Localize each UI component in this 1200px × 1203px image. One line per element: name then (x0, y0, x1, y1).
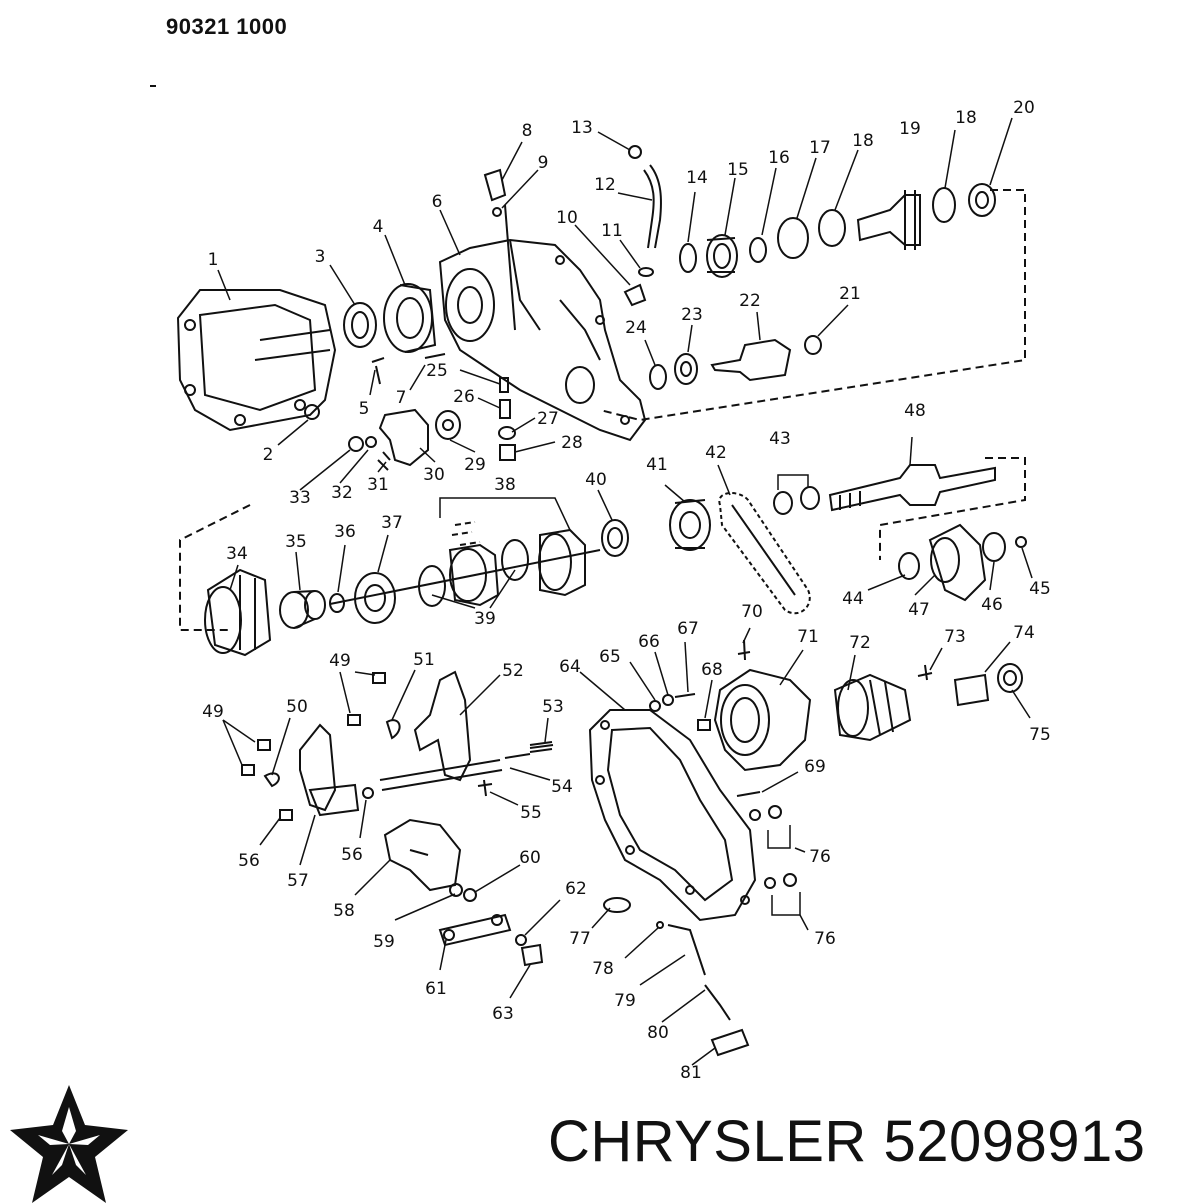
callout-8: 8 (522, 121, 533, 141)
callout-42: 42 (705, 443, 727, 463)
callout-57: 57 (287, 871, 309, 891)
callout-73: 73 (944, 627, 966, 647)
callout-58: 58 (333, 901, 355, 921)
brand-part-number: CHRYSLER 52098913 (548, 1108, 1146, 1175)
callout-52: 52 (502, 661, 524, 681)
callout-63: 63 (492, 1004, 514, 1024)
part-number: 52098913 (883, 1109, 1146, 1174)
callout-6: 6 (432, 192, 443, 212)
callout-17: 17 (809, 138, 831, 158)
callout-77: 77 (569, 929, 591, 949)
pentastar-logo-icon (10, 1085, 128, 1203)
callout-9: 9 (538, 153, 549, 173)
callout-64: 64 (559, 657, 581, 677)
callout-44: 44 (842, 589, 864, 609)
callout-41: 41 (646, 455, 668, 475)
part-callouts: 1 2 3 4 5 6 7 8 9 10 11 12 13 14 15 16 1… (202, 98, 1051, 1083)
callout-59: 59 (373, 932, 395, 952)
callout-1: 1 (208, 250, 219, 270)
callout-43: 43 (769, 429, 791, 449)
callout-56b: 56 (341, 845, 363, 865)
callout-35: 35 (285, 532, 307, 552)
callout-49b: 49 (202, 702, 224, 722)
callout-15: 15 (727, 160, 749, 180)
callout-14: 14 (686, 168, 708, 188)
callout-76: 76 (809, 847, 831, 867)
callout-38: 38 (494, 475, 516, 495)
diagram-reference-code: 90321 1000 (166, 14, 288, 39)
callout-13: 13 (571, 118, 593, 138)
callout-2: 2 (263, 445, 274, 465)
callout-78: 78 (592, 959, 614, 979)
callout-81: 81 (680, 1063, 702, 1083)
callout-29: 29 (464, 455, 486, 475)
callout-26: 26 (453, 387, 475, 407)
callout-53: 53 (542, 697, 564, 717)
callout-36: 36 (334, 522, 356, 542)
leader-lines (217, 117, 1033, 1066)
callout-67: 67 (677, 619, 699, 639)
callout-72: 72 (849, 633, 871, 653)
callout-45: 45 (1029, 579, 1051, 599)
callout-16: 16 (768, 148, 790, 168)
callout-28: 28 (561, 433, 583, 453)
callout-23: 23 (681, 305, 703, 325)
callout-19: 19 (899, 119, 921, 139)
callout-4: 4 (373, 217, 384, 237)
callout-33: 33 (289, 488, 311, 508)
callout-47: 47 (908, 600, 930, 620)
callout-27: 27 (537, 409, 559, 429)
callout-48: 48 (904, 401, 926, 421)
callout-21: 21 (839, 284, 861, 304)
callout-22: 22 (739, 291, 761, 311)
callout-71: 71 (797, 627, 819, 647)
callout-79: 79 (614, 991, 636, 1011)
callout-61: 61 (425, 979, 447, 999)
callout-69: 69 (804, 757, 826, 777)
callout-66: 66 (638, 632, 660, 652)
callout-56: 56 (238, 851, 260, 871)
callout-39: 39 (474, 609, 496, 629)
callout-75: 75 (1029, 725, 1051, 745)
callout-37: 37 (381, 513, 403, 533)
callout-76b: 76 (814, 929, 836, 949)
callout-24: 24 (625, 318, 647, 338)
callout-34: 34 (226, 544, 248, 564)
callout-40: 40 (585, 470, 607, 490)
callout-32: 32 (331, 483, 353, 503)
callout-31: 31 (367, 475, 389, 495)
diagram-artwork (150, 85, 1027, 1057)
callout-70: 70 (741, 602, 763, 622)
callout-51: 51 (413, 650, 435, 670)
callout-10: 10 (556, 208, 578, 228)
callout-18b: 18 (955, 108, 977, 128)
callout-11: 11 (601, 221, 623, 241)
brand-name: CHRYSLER (548, 1109, 867, 1174)
callout-12: 12 (594, 175, 616, 195)
callout-49: 49 (329, 651, 351, 671)
callout-62: 62 (565, 879, 587, 899)
callout-20: 20 (1013, 98, 1035, 118)
callout-46: 46 (981, 595, 1003, 615)
callout-25: 25 (426, 361, 448, 381)
callout-55: 55 (520, 803, 542, 823)
callout-18: 18 (852, 131, 874, 151)
callout-80: 80 (647, 1023, 669, 1043)
callout-74: 74 (1013, 623, 1035, 643)
callout-60: 60 (519, 848, 541, 868)
callout-68: 68 (701, 660, 723, 680)
callout-30: 30 (423, 465, 445, 485)
callout-7: 7 (396, 388, 407, 408)
callout-50: 50 (286, 697, 308, 717)
callout-5: 5 (359, 399, 370, 419)
callout-54: 54 (551, 777, 573, 797)
callout-3: 3 (315, 247, 326, 267)
callout-65: 65 (599, 647, 621, 667)
